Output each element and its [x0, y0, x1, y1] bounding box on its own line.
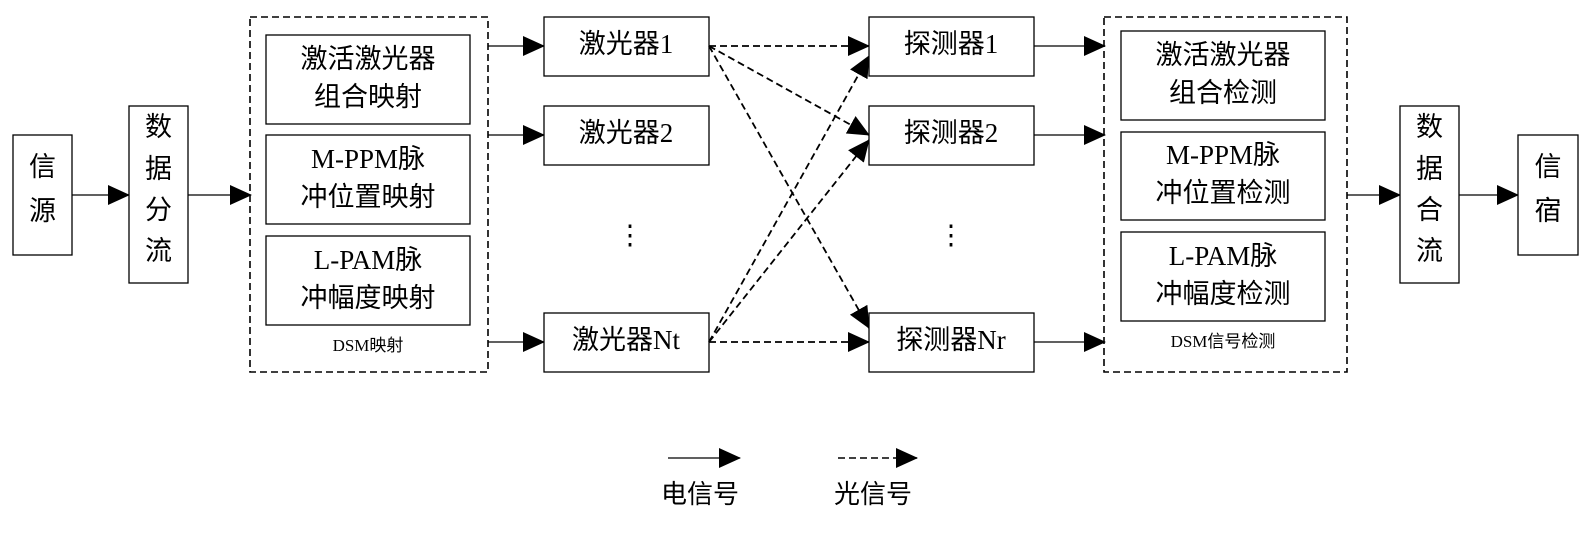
mapping-block-2-line2: 冲位置映射 [301, 182, 436, 212]
split-char-1: 数 [145, 112, 172, 142]
sink-char-2: 宿 [1535, 196, 1562, 226]
mapping-block-1-line1: 激活激光器 [301, 44, 436, 74]
laser-nt: 激光器Nt [543, 312, 710, 373]
detection-block-1-line1: 激活激光器 [1156, 40, 1291, 70]
mapping-block-1-line2: 组合映射 [314, 82, 422, 112]
dsm-mapping-group: 激活激光器 组合映射 M-PPM脉 冲位置映射 L-PAM脉 冲幅度映射 DSM… [249, 16, 489, 373]
dsm-detection-group: 激活激光器 组合检测 M-PPM脉 冲位置检测 L-PAM脉 冲幅度检测 DSM… [1103, 16, 1348, 373]
laser-2: 激光器2 [543, 105, 710, 166]
mapping-block-3 [265, 235, 471, 326]
source-char-2: 源 [29, 196, 56, 226]
detector-2-label: 探测器2 [904, 118, 999, 148]
legend-electrical-label: 电信号 [661, 480, 739, 509]
merge-char-1: 数 [1416, 112, 1443, 142]
source-block: 信 源 [12, 134, 73, 256]
detector-ellipsis: ⋮ [938, 220, 965, 250]
detector-nr: 探测器Nr [868, 312, 1035, 373]
optical-link-l1-dnr [708, 45, 870, 329]
mapping-block-2-line1: M-PPM脉 [311, 144, 425, 174]
mapping-block-1 [265, 34, 471, 125]
laser-ellipsis: ⋮ [617, 220, 644, 250]
detection-block-2 [1120, 131, 1326, 221]
detector-1: 探测器1 [868, 16, 1035, 77]
optical-link-lnt-d2 [708, 139, 870, 343]
source-char-1: 信 [29, 152, 56, 182]
split-char-3: 分 [145, 195, 172, 225]
data-merge-block: 数 据 合 流 [1399, 105, 1460, 284]
merge-char-2: 据 [1416, 154, 1443, 184]
detection-block-2-line1: M-PPM脉 [1166, 140, 1280, 170]
detector-1-label: 探测器1 [904, 29, 999, 59]
detection-block-3 [1120, 231, 1326, 322]
detection-block-1-line2: 组合检测 [1169, 78, 1277, 108]
laser-1-label: 激光器1 [579, 29, 674, 59]
sink-block: 信 宿 [1517, 134, 1579, 256]
mapping-block-3-line1: L-PAM脉 [314, 245, 423, 275]
detector-nr-label: 探测器Nr [896, 325, 1006, 355]
legend: 电信号 光信号 [661, 448, 918, 509]
mapping-block-3-line2: 冲幅度映射 [301, 283, 436, 313]
detector-2: 探测器2 [868, 105, 1035, 166]
detection-block-2-line2: 冲位置检测 [1156, 178, 1291, 208]
split-char-2: 据 [145, 154, 172, 184]
optical-link-lnt-d1 [708, 55, 870, 343]
legend-optical-label: 光信号 [834, 480, 912, 509]
laser-1: 激光器1 [543, 16, 710, 77]
sink-char-1: 信 [1535, 152, 1562, 182]
laser-2-label: 激光器2 [579, 118, 674, 148]
laser-nt-label: 激光器Nt [572, 325, 680, 355]
detection-block-3-line1: L-PAM脉 [1169, 241, 1278, 271]
mapping-group-label: DSM映射 [333, 336, 404, 355]
split-char-4: 流 [145, 236, 172, 266]
detection-group-label: DSM信号检测 [1171, 332, 1276, 351]
detection-block-3-line2: 冲幅度检测 [1156, 279, 1291, 309]
data-split-block: 数 据 分 流 [128, 105, 189, 284]
merge-char-3: 合 [1416, 195, 1443, 225]
optical-link-l1-d2 [708, 45, 870, 136]
mapping-block-2 [265, 134, 471, 225]
detection-block-1 [1120, 30, 1326, 121]
merge-char-4: 流 [1416, 236, 1443, 266]
